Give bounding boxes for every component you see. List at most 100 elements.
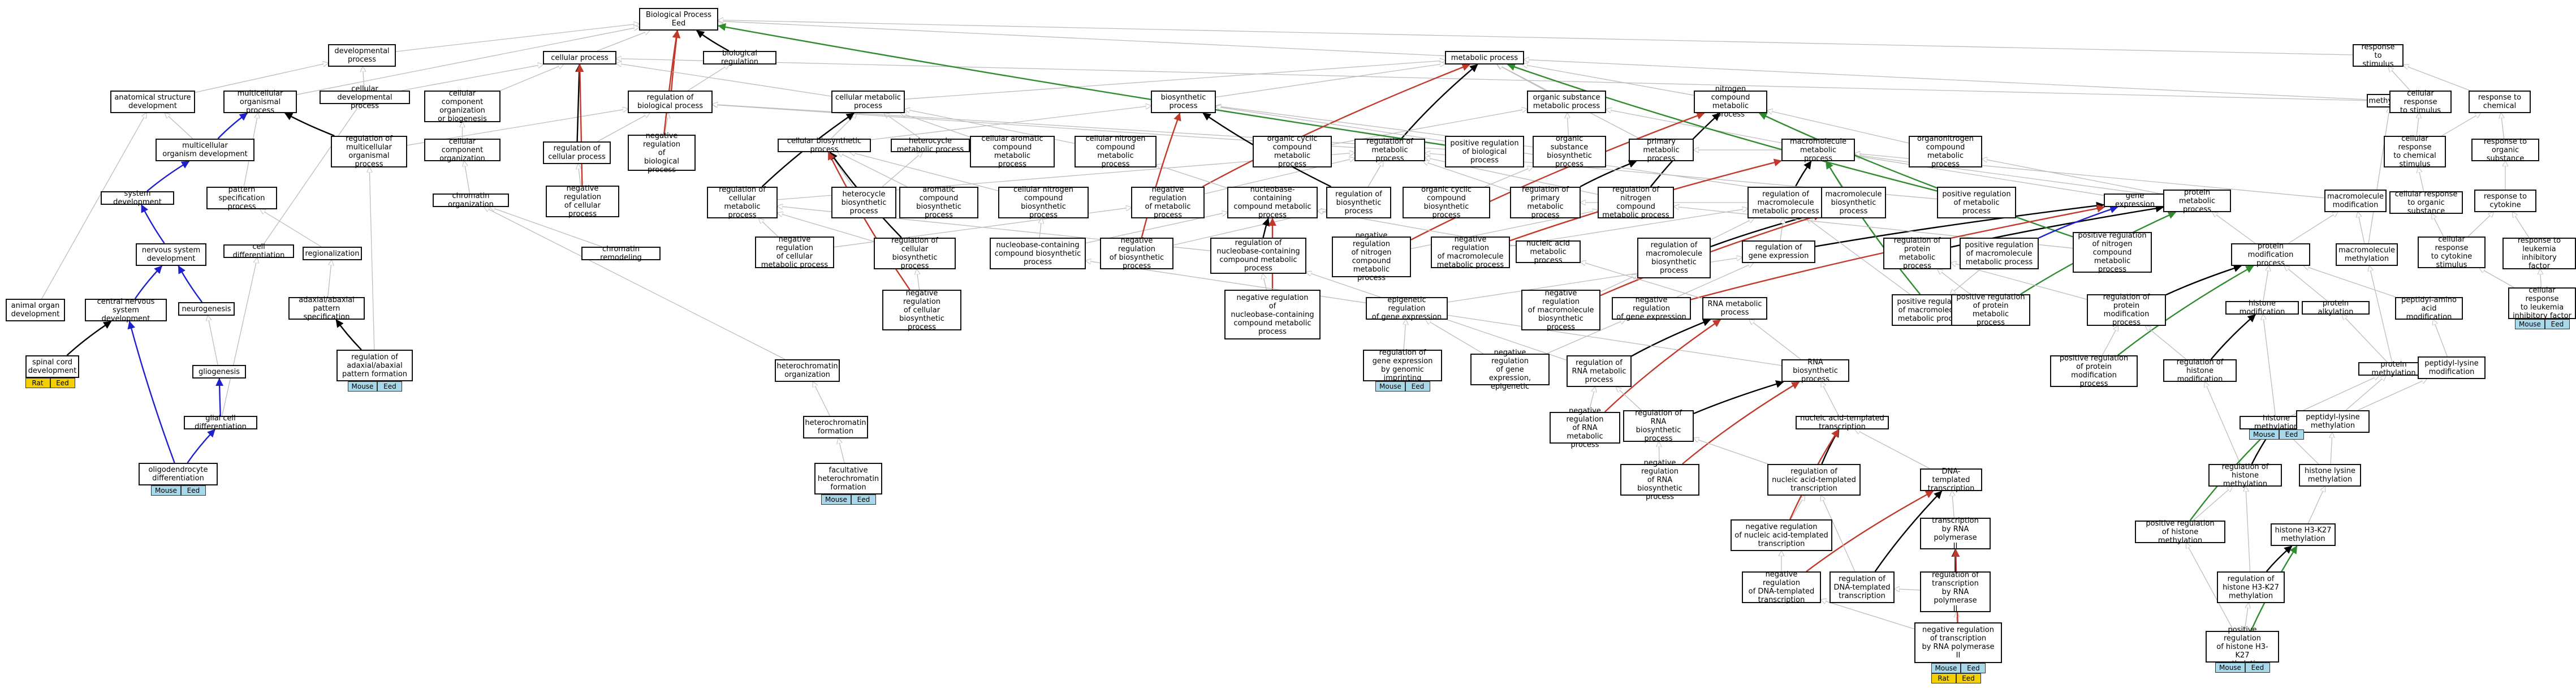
go-term-nregbsp[interactable]: negative regulation of biosynthetic proc… — [1100, 236, 1173, 270]
go-term-regcbp[interactable]: regulation of cellular biosynthetic proc… — [874, 236, 956, 270]
go-term-pregh3k27[interactable]: positive regulation of histone H3-K27 me… — [2206, 626, 2279, 668]
go-term-regbp[interactable]: regulation of biological process — [628, 91, 713, 113]
go-term-crs[interactable]: cellular response to stimulus — [2389, 89, 2452, 115]
go-term-cncbp[interactable]: cellular nitrogen compound biosynthetic … — [998, 186, 1089, 220]
go-term-protmod[interactable]: protein modification process — [2231, 242, 2310, 268]
go-term-rstim[interactable]: response to stimulus — [2353, 43, 2404, 68]
go-term-geneexp[interactable]: gene expression — [2104, 192, 2166, 209]
go-term-nregtranspol2[interactable]: negative regulation of transcription by … — [1914, 622, 2002, 663]
go-term-protmeth[interactable]: protein methylation — [2358, 360, 2429, 377]
go-term-protalk[interactable]: protein alkylation — [2302, 299, 2370, 316]
go-term-hetorg[interactable]: heterochromatin organization — [775, 359, 840, 382]
go-term-nregbp[interactable]: negative regulation of biological proces… — [628, 132, 696, 174]
go-term-epireg[interactable]: epigenetic regulation of gene expression — [1366, 296, 1448, 321]
go-term-osmp[interactable]: organic substance metabolic process — [1527, 91, 1606, 113]
go-term-regh3k27[interactable]: regulation of histone H3-K27 methylation — [2217, 571, 2285, 603]
go-term-ncmp[interactable]: nitrogen compound metabolic process — [1694, 85, 1767, 119]
go-term-ccro[interactable]: cellular response to organic substance — [2389, 190, 2463, 216]
go-term-ocbp[interactable]: organic cyclic compound biosynthetic pro… — [1403, 186, 1490, 220]
go-term-dev[interactable]: developmental process — [328, 44, 396, 67]
go-term-macmp[interactable]: macromolecule metabolic process — [1781, 137, 1855, 163]
go-term-peplysmeth[interactable]: peptidyl-lysine methylation — [2296, 410, 2370, 433]
go-term-acbp[interactable]: aromatic compound biosynthetic process — [899, 186, 978, 220]
go-term-nreggeneepi[interactable]: negative regulation of gene expression, … — [1470, 349, 1550, 391]
go-term-ros[interactable]: response to organic substance — [2471, 137, 2539, 163]
go-term-regrnabp[interactable]: regulation of RNA biosynthetic process — [1623, 409, 1694, 443]
go-term-reghistmod[interactable]: regulation of histone modification — [2163, 358, 2237, 384]
go-term-metab[interactable]: metabolic process — [1445, 51, 1524, 64]
go-term-histmod[interactable]: histone modification — [2225, 299, 2299, 316]
go-term-rnabp[interactable]: RNA biosynthetic process — [1781, 358, 1849, 384]
go-term-aod[interactable]: animal organ development — [6, 299, 65, 321]
go-term-preghistmeth[interactable]: positive regulation of histone methylati… — [2135, 519, 2225, 545]
go-term-regprotmod[interactable]: regulation of protein modification proce… — [2087, 293, 2166, 327]
go-term-pregnmp[interactable]: positive regulation of nitrogen compound… — [2073, 231, 2152, 274]
go-term-oligodiff[interactable]: oligodendrocyte differentiation — [139, 463, 218, 485]
go-term-hetmp[interactable]: heterocycle metabolic process — [891, 137, 970, 154]
go-term-nregmacbp[interactable]: negative regulation of macromolecule bio… — [1521, 289, 1600, 332]
go-term-macmeth[interactable]: macromolecule methylation — [2336, 243, 2398, 266]
go-term-biosyn[interactable]: biosynthetic process — [1151, 91, 1216, 113]
go-term-nreggeneexp[interactable]: negative regulation of gene expression — [1612, 296, 1691, 321]
go-term-regbsp[interactable]: regulation of biosynthetic process — [1326, 187, 1391, 218]
go-term-regionalization[interactable]: regionalization — [303, 247, 362, 260]
go-term-hetbp[interactable]: heterocycle biosynthetic process — [831, 187, 896, 218]
go-term-cmp[interactable]: cellular metabolic process — [831, 91, 905, 113]
go-term-fachetform[interactable]: facultative heterochromatin formation — [814, 463, 882, 494]
go-term-macbp[interactable]: macromolecule biosynthetic process — [1821, 187, 1886, 218]
go-term-pregmp[interactable]: positive regulation of metabolic process — [1937, 187, 2016, 218]
go-term-regadpat[interactable]: regulation of adaxial/abaxial pattern fo… — [336, 350, 413, 381]
go-term-regcp[interactable]: regulation of cellular process — [543, 141, 611, 164]
go-term-regcmp[interactable]: regulation of cellular metabolic process — [707, 186, 778, 220]
go-term-pregprotmod[interactable]: positive regulation of protein modificat… — [2050, 354, 2138, 388]
go-term-rnamp[interactable]: RNA metabolic process — [1702, 297, 1767, 320]
go-term-nregcp[interactable]: negative regulation of cellular process — [546, 184, 619, 218]
go-term-regpmp[interactable]: regulation of primary metabolic process — [1510, 186, 1581, 220]
go-term-osbp[interactable]: organic substance biosynthetic process — [1533, 135, 1606, 169]
go-term-cbp[interactable]: cellular biosynthetic process — [778, 137, 871, 154]
go-term-glialdiff[interactable]: glial cell differentiation — [184, 414, 257, 431]
go-term-transpol2[interactable]: transcription by RNA polymerase II — [1920, 517, 1991, 551]
go-term-regprotmp[interactable]: regulation of protein metabolic process — [1883, 236, 1951, 270]
go-term-nregncmp[interactable]: negative regulation of nitrogen compound… — [1332, 231, 1411, 282]
go-term-h3k27meth[interactable]: histone H3-K27 methylation — [2271, 523, 2336, 546]
go-term-regmop[interactable]: regulation of multicellular organismal p… — [331, 135, 407, 169]
go-term-crcs[interactable]: cellular response to chemical stimulus — [2384, 135, 2446, 169]
go-term-cnsd[interactable]: central nervous system development — [85, 298, 167, 323]
go-term-protmp[interactable]: protein metabolic process — [2163, 188, 2231, 214]
go-term-mop[interactable]: multicellular organismal process — [223, 89, 297, 115]
go-term-nregrnamp[interactable]: negative regulation of RNA metabolic pro… — [1550, 407, 1620, 449]
go-term-mod[interactable]: multicellular organism development — [156, 139, 254, 161]
go-term-regmacmp[interactable]: regulation of macromolecule metabolic pr… — [1747, 187, 1824, 218]
go-term-gliogenesis[interactable]: gliogenesis — [192, 365, 246, 379]
go-term-celldiff[interactable]: cell differentiation — [223, 243, 294, 260]
go-term-regdnatrans[interactable]: regulation of DNA-templated transcriptio… — [1829, 571, 1895, 603]
go-term-natrans[interactable]: nucleic acid-templated transcription — [1796, 414, 1889, 431]
go-term-pregprotmp[interactable]: positive regulation of protein metabolic… — [1951, 293, 2030, 327]
go-term-regncmp[interactable]: regulation of nitrogen compound metaboli… — [1598, 186, 1674, 220]
go-term-nbcmp[interactable]: nucleobase-containing compound metabolic… — [1227, 186, 1318, 220]
go-term-chromorg[interactable]: chromatin organization — [433, 192, 509, 209]
go-term-nregrnabp[interactable]: negative regulation of RNA biosynthetic … — [1620, 459, 1699, 501]
go-term-nbcbp[interactable]: nucleobase-containing compound biosynthe… — [990, 238, 1086, 269]
go-term-peplysmod[interactable]: peptidyl-lysine modification — [2418, 356, 2486, 379]
go-term-pepaamod[interactable]: peptidyl-amino acid modification — [2395, 296, 2463, 321]
go-term-nregnbcmp[interactable]: negative regulation of nucleobase-contai… — [1224, 290, 1321, 339]
go-term-regmp[interactable]: regulation of metabolic process — [1354, 137, 1425, 163]
go-term-geneimp[interactable]: regulation of gene expression by genomic… — [1363, 349, 1442, 382]
go-term-regnatrans[interactable]: regulation of nucleic acid-templated tra… — [1767, 464, 1861, 496]
go-term-rcyt[interactable]: response to cytokine — [2474, 190, 2536, 212]
go-term-hetform[interactable]: heterochromatin formation — [803, 416, 868, 438]
go-term-nucmp[interactable]: nucleic acid metabolic process — [1516, 239, 1581, 265]
go-term-cdevp[interactable]: cellular developmental process — [320, 85, 410, 110]
go-term-ccorg[interactable]: cellular component organization — [424, 137, 500, 163]
go-term-pmp[interactable]: primary metabolic process — [1629, 137, 1694, 163]
go-term-camp[interactable]: cellular aromatic compound metabolic pro… — [970, 135, 1055, 169]
go-term-nregnatrans[interactable]: negative regulation of nucleic acid-temp… — [1731, 519, 1832, 551]
go-term-crcyt[interactable]: cellular response to cytokine stimulus — [2418, 235, 2486, 269]
go-term-cnmp[interactable]: cellular nitrogen compound metabolic pro… — [1075, 135, 1157, 169]
go-term-breg[interactable]: biological regulation — [703, 49, 776, 66]
go-term-patspec[interactable]: pattern specification process — [206, 186, 277, 211]
go-term-nregcmp[interactable]: negative regulation of cellular metaboli… — [755, 235, 834, 269]
go-term-ocmp[interactable]: organic cyclic compound metabolic proces… — [1253, 135, 1332, 169]
